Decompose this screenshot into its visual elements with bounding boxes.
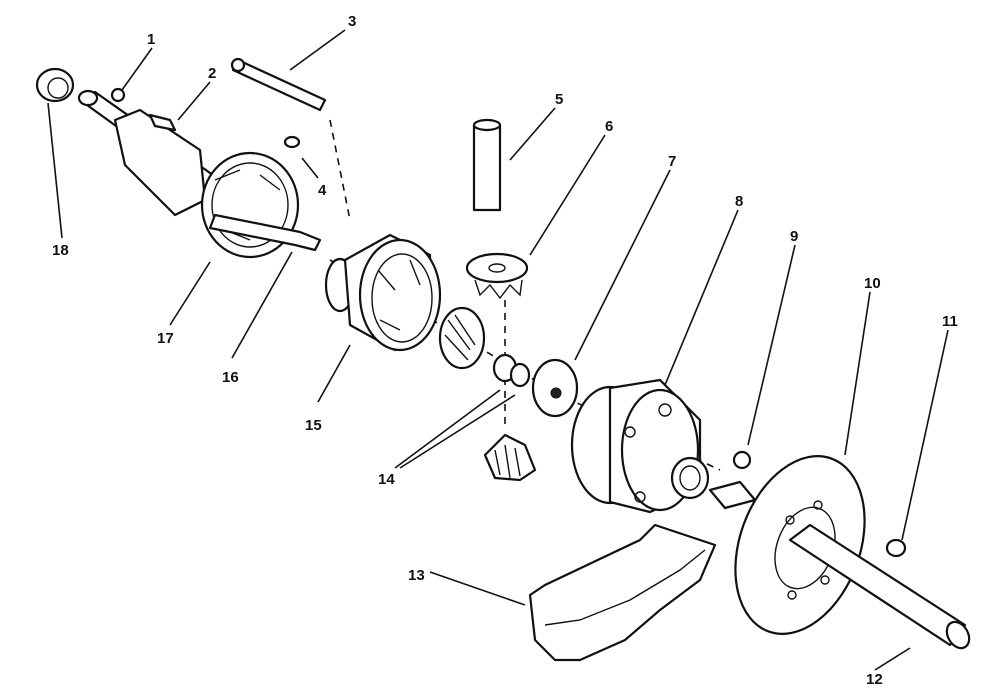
callout-18: 18 xyxy=(52,242,69,259)
callout-14: 14 xyxy=(378,471,395,488)
part-18-bearing xyxy=(35,67,75,103)
part-13-cover xyxy=(528,523,717,662)
callout-8: 8 xyxy=(735,193,743,210)
part-4-nut xyxy=(283,135,301,149)
callout-3: 3 xyxy=(348,13,356,30)
part-right-stub xyxy=(708,480,757,510)
callout-17: 17 xyxy=(157,330,174,347)
leader-lines xyxy=(47,29,949,671)
part-15-case xyxy=(324,233,442,352)
part-1-screw xyxy=(110,87,126,103)
callout-16: 16 xyxy=(222,369,239,386)
callout-10: 10 xyxy=(864,275,881,292)
callout-15: 15 xyxy=(305,417,322,434)
part-9-washer xyxy=(732,450,752,470)
bolt-axis-line xyxy=(329,119,351,221)
callout-6: 6 xyxy=(605,118,613,135)
callout-4: 4 xyxy=(318,182,327,199)
part-8-case xyxy=(570,378,710,514)
callout-11: 11 xyxy=(942,313,958,330)
part-16-shaft xyxy=(208,213,322,252)
part-2-pin xyxy=(148,113,177,132)
part-14-washers xyxy=(492,353,531,388)
part-11-nut xyxy=(885,538,907,558)
callout-5: 5 xyxy=(555,91,563,108)
part-6-gear xyxy=(465,252,529,300)
part-3-bolt xyxy=(230,57,327,112)
callout-7: 7 xyxy=(668,153,676,170)
part-5-pin xyxy=(472,118,502,212)
callout-2: 2 xyxy=(208,65,216,82)
part-7-washer xyxy=(531,358,579,418)
callout-12: 12 xyxy=(866,671,883,688)
callout-9: 9 xyxy=(790,228,798,245)
part-12-axle xyxy=(788,523,971,650)
callout-1: 1 xyxy=(147,31,155,48)
part-14-side-gear xyxy=(438,306,486,370)
part-lower-pinion xyxy=(483,433,537,482)
callout-13: 13 xyxy=(408,567,425,584)
